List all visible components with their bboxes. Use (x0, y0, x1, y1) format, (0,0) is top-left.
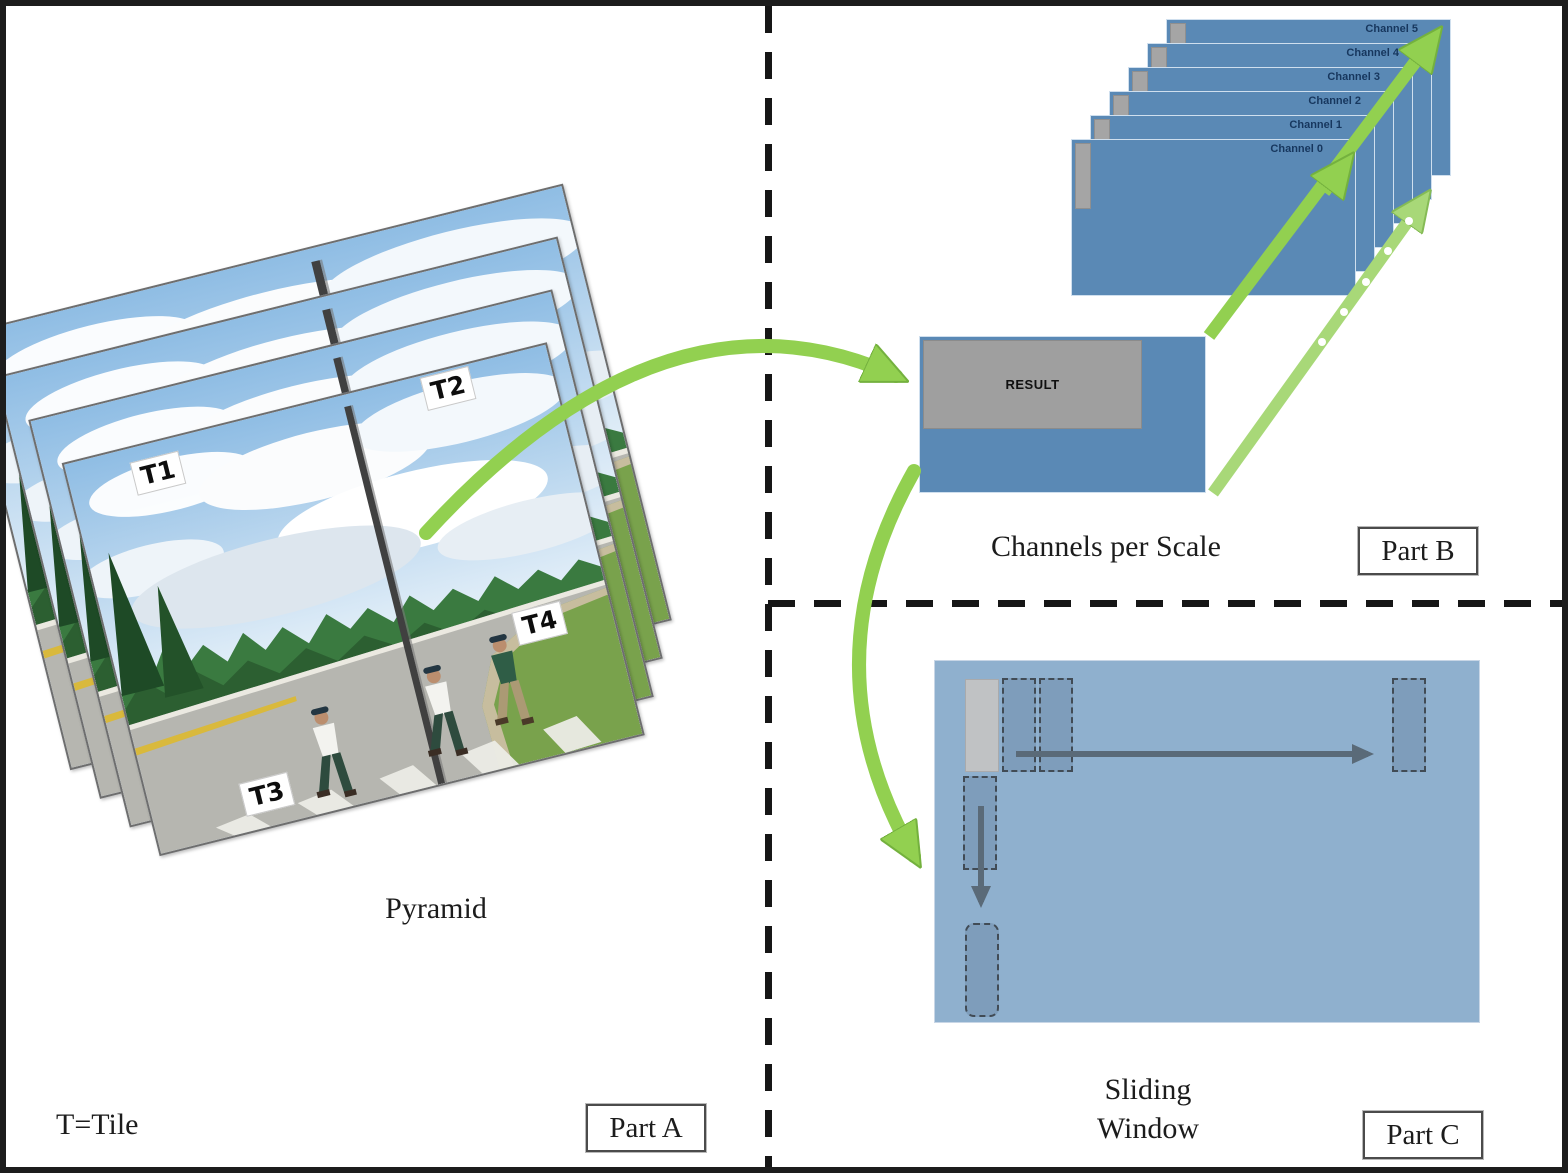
slid-window-step-2 (1039, 678, 1073, 772)
channel-label: Channel 5 (1365, 23, 1418, 35)
channel-label: Channel 2 (1308, 95, 1361, 107)
sliding-window-caption: Sliding Window (1068, 1070, 1228, 1148)
result-label: RESULT (923, 340, 1142, 429)
stair-dot (1384, 247, 1392, 255)
channel-label: Channel 4 (1346, 47, 1399, 59)
channel-tab (1075, 143, 1091, 209)
slid-window-step-1 (1002, 678, 1036, 772)
part-b-badge: Part B (1358, 527, 1478, 575)
tile-note: T=Tile (56, 1108, 139, 1141)
channels-caption: Channels per Scale (991, 530, 1221, 563)
stair-dot (1318, 338, 1326, 346)
vertical-dashed-divider (765, 6, 772, 1167)
pyramid-caption: Pyramid (385, 892, 487, 925)
channel-label: Channel 0 (1270, 143, 1323, 155)
part-a-badge: Part A (586, 1104, 706, 1152)
sliding-caption-line1: Sliding (1104, 1073, 1192, 1106)
slid-window-down-step (963, 776, 997, 870)
current-window-rect (965, 679, 999, 772)
part-c-badge: Part C (1363, 1111, 1483, 1159)
slid-window-bottom-end (965, 923, 999, 1017)
channel-label: Channel 1 (1289, 119, 1342, 131)
channel-label: Channel 3 (1327, 71, 1380, 83)
stair-dot (1340, 308, 1348, 316)
channel-sheet-0: Channel 0 (1071, 139, 1356, 296)
sliding-caption-line2: Window (1096, 1112, 1200, 1145)
arrow-result-to-sliding-window (852, 464, 914, 856)
result-box: RESULT (919, 336, 1206, 493)
slid-window-right-end (1392, 678, 1426, 772)
stair-dot (1362, 278, 1370, 286)
horizontal-dashed-divider (768, 600, 1562, 607)
sliding-window-panel (934, 660, 1480, 1023)
image-pyramid: T1 T2 T3 T4 (6, 169, 757, 877)
